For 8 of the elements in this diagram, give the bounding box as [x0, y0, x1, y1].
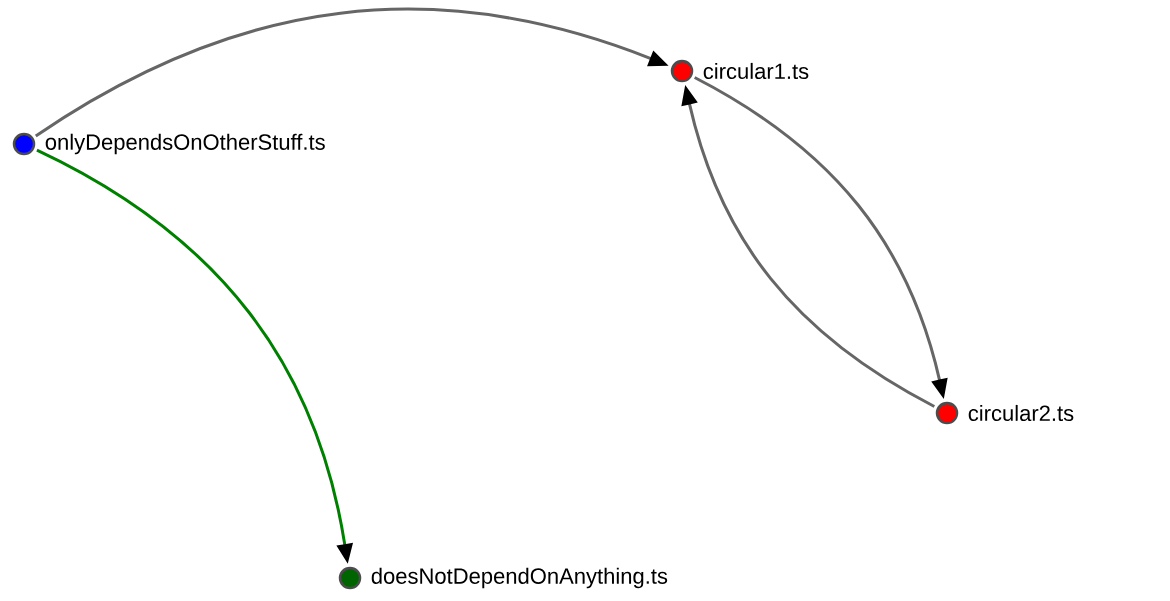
- node-label: doesNotDependOnAnything.ts: [371, 567, 668, 589]
- node-label: circular2.ts: [968, 404, 1074, 422]
- node-label: onlyDependsOnOtherStuff.ts: [45, 133, 325, 155]
- node-label: circular1.ts: [703, 62, 809, 80]
- dot-node: doesNotDependOnAnything.ts: [338, 566, 668, 590]
- dot-node: onlyDependsOnOtherStuff.ts: [12, 132, 325, 156]
- dot-node: circular2.ts: [935, 401, 1074, 425]
- dot-node: circular1.ts: [670, 59, 809, 83]
